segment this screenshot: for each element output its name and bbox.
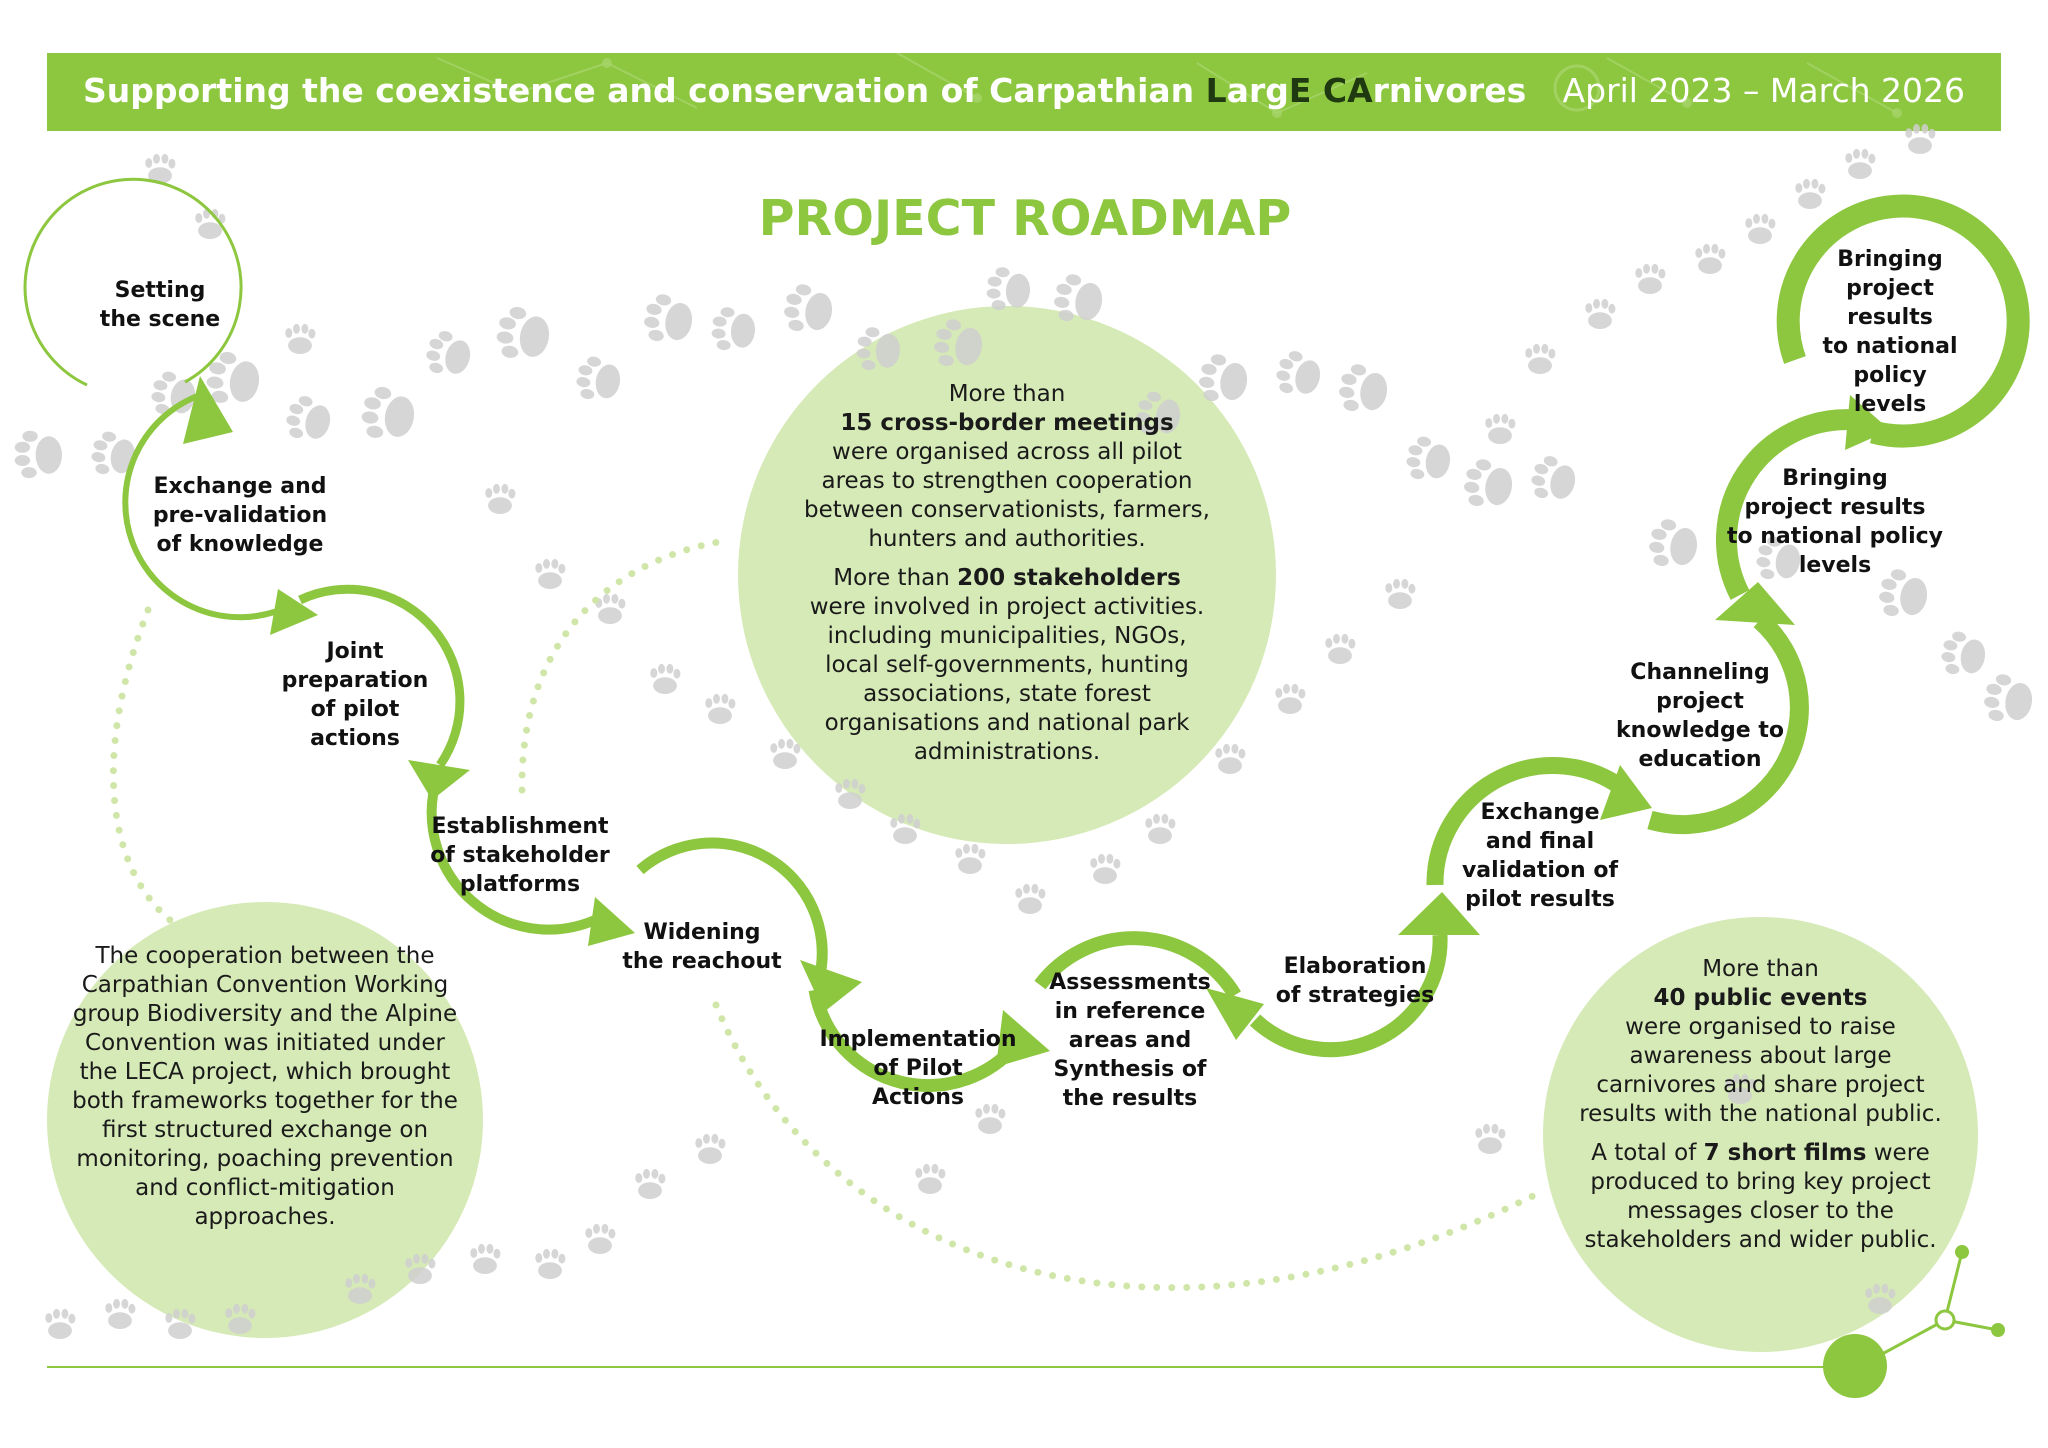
step-implementation-pilot-actions: Implementation of Pilot Actions	[819, 1027, 1017, 1110]
stakeholders-count: 200 stakeholders	[957, 565, 1181, 591]
step-establishment-platforms: Establishment of stakeholder platforms	[430, 814, 610, 897]
convention-desc: The cooperation between the Carpathian C…	[72, 943, 458, 1230]
meetings-lead: More than	[948, 381, 1066, 407]
meetings-bubble	[738, 306, 1276, 844]
convention-text: The cooperation between the Carpathian C…	[72, 942, 458, 1242]
step-exchange-pre-validation: Exchange and pre-validation of knowledge	[152, 474, 328, 557]
header-banner: Supporting the coexistence and conservat…	[47, 53, 2001, 131]
step-setting-the-scene: Setting the scene	[99, 278, 221, 332]
network-icon	[1823, 1245, 2005, 1398]
roadmap-path	[23, 177, 2030, 1093]
step-exchange-final-validation: Exchange and final validation of pilot r…	[1461, 800, 1619, 912]
page-title: PROJECT ROADMAP	[758, 190, 1292, 247]
step-channeling-education: Channeling project knowledge to educatio…	[1616, 660, 1784, 772]
meetings-text: More than 15 cross-border meetings were or…	[798, 380, 1216, 777]
events-text: More than 40 public events were organised …	[1573, 955, 1948, 1265]
step-assessments-synthesis: Assessments in reference areas and Synth…	[1049, 970, 1211, 1111]
dotted-connectors	[109, 536, 1549, 1292]
project-title: Supporting the coexistence and conservat…	[83, 71, 1527, 110]
films-desc: were produced to bring key project messa…	[1584, 1140, 1937, 1253]
meetings-count: 15 cross-border meetings	[840, 410, 1174, 436]
network-icon	[436, 53, 1902, 118]
step-elaboration-strategies: Elaboration of strategies	[1275, 954, 1435, 1008]
arrow-icon	[183, 376, 1890, 1067]
events-desc: were organised to raise awareness about …	[1579, 1014, 1942, 1127]
stakeholders-desc: were involved in project activities. inc…	[809, 594, 1205, 765]
events-count: 40 public events	[1653, 985, 1868, 1011]
footer-divider	[47, 1366, 1837, 1368]
step-widening-reachout: Widening the reachout	[622, 920, 782, 974]
project-dates: April 2023 – March 2026	[1562, 71, 1965, 110]
step-joint-preparation: Joint preparation of pilot actions	[281, 639, 429, 751]
films-count: 7 short films	[1703, 1140, 1867, 1166]
stakeholders-lead: More than	[833, 565, 958, 591]
meetings-desc: were organised across all pilot areas to…	[804, 439, 1210, 552]
films-lead: A total of	[1591, 1140, 1704, 1166]
step-bringing-results-policy: Bringing project results to national pol…	[1726, 466, 1943, 578]
events-bubble	[1543, 917, 1978, 1352]
events-lead: More than	[1702, 956, 1819, 982]
step-bringing-results-policy-top: Bringing project results to national pol…	[1822, 247, 1958, 417]
